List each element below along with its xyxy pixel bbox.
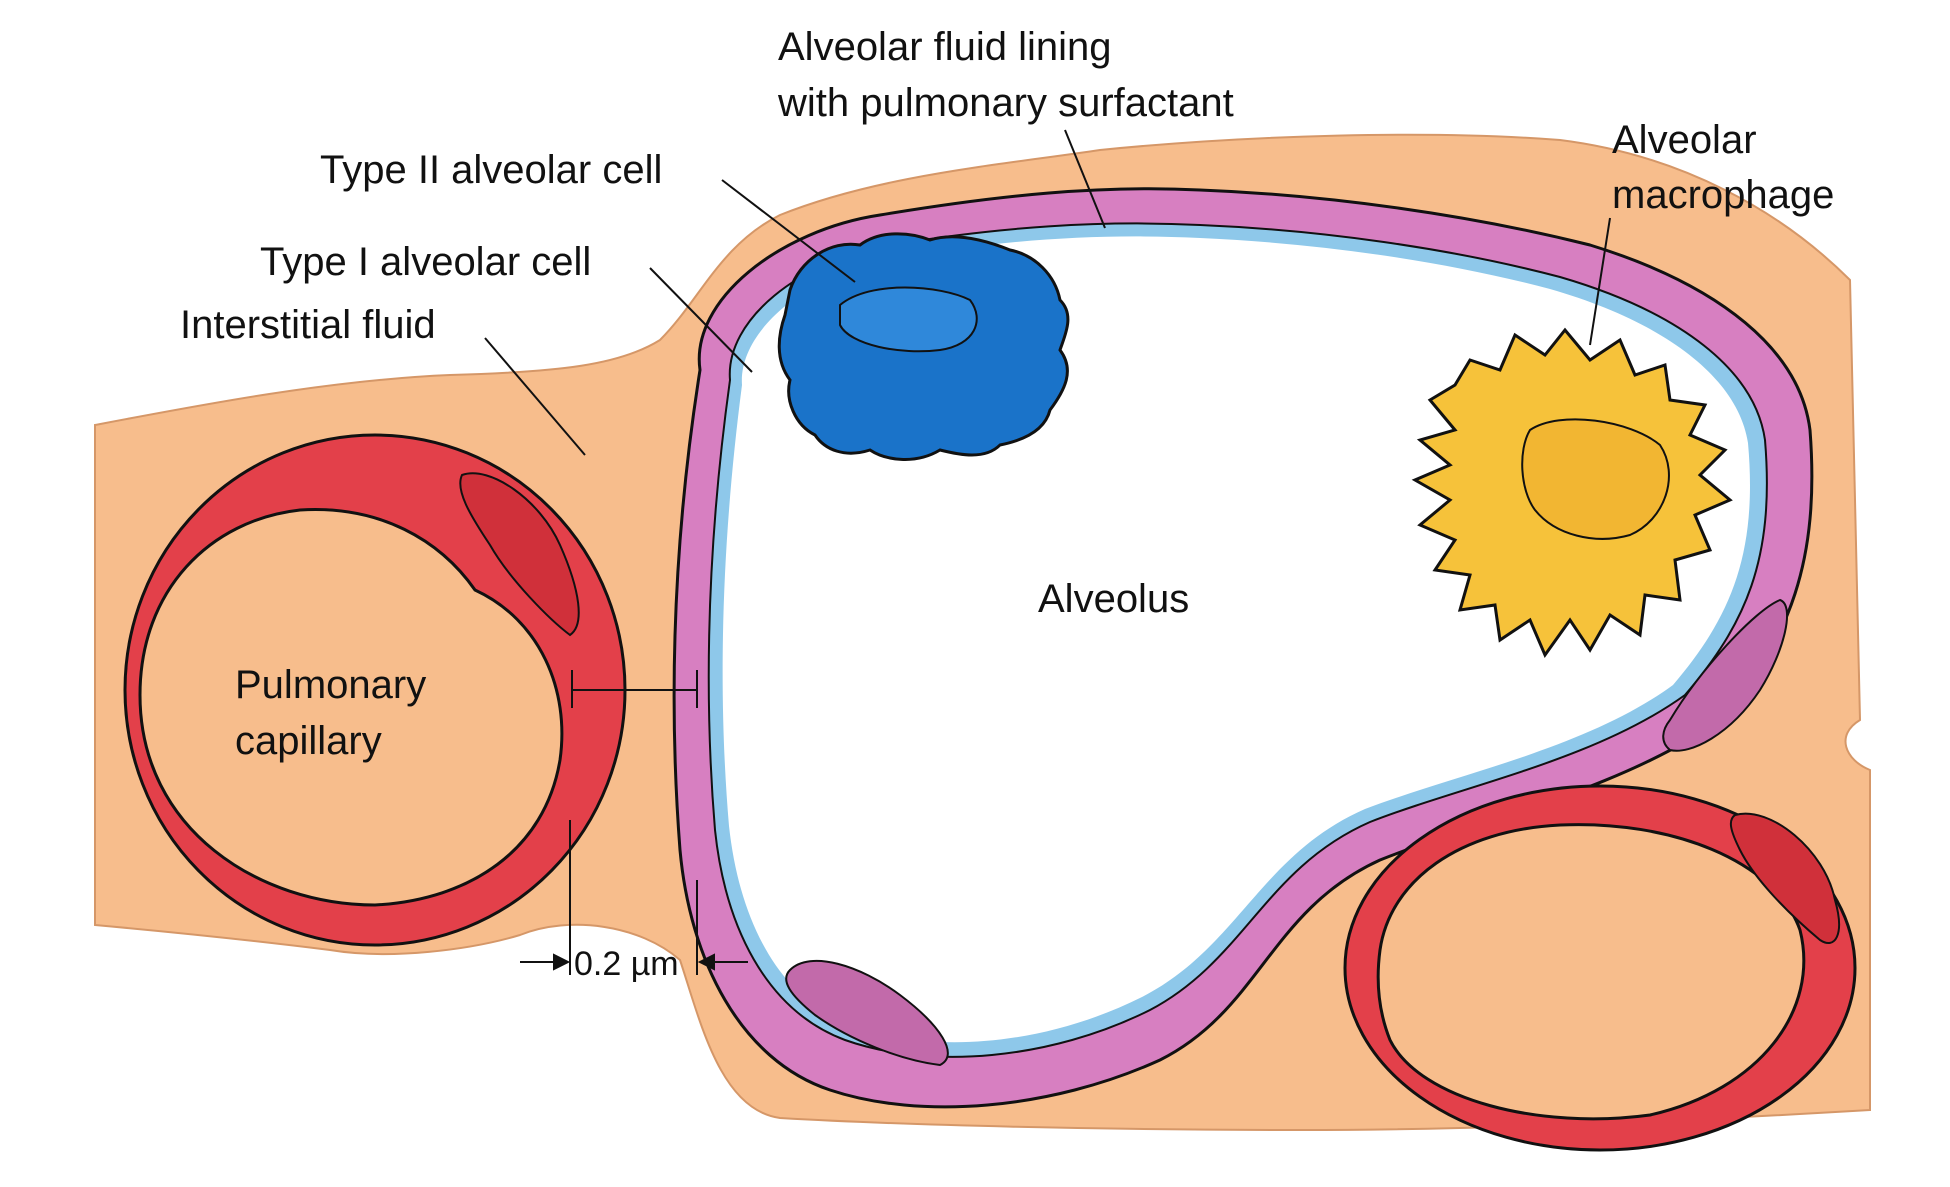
- scale-left-arrowhead: [553, 953, 571, 971]
- right-capillary-endothelial-nucleus: [1729, 812, 1840, 945]
- pointer-interstitial-fluid: [484, 337, 586, 456]
- macrophage-nucleus: [1521, 418, 1670, 540]
- label-alveolar-fluid-line1: Alveolar fluid lining: [778, 25, 1112, 69]
- label-macrophage-line2: macrophage: [1612, 173, 1834, 217]
- right-capillary-lumen: [1376, 823, 1806, 1121]
- label-alveolus: Alveolus: [1038, 577, 1189, 621]
- type1-cell-nucleus-bottom: [785, 959, 949, 1067]
- pointer-fluid-lining: [1064, 129, 1106, 229]
- type1-cell-nucleus-right: [1662, 598, 1788, 752]
- left-capillary-endothelial-nucleus: [459, 472, 580, 637]
- label-type1-cell: Type I alveolar cell: [260, 240, 591, 284]
- pointer-macrophage: [1589, 217, 1611, 346]
- label-alveolar-fluid-line2: with pulmonary surfactant: [777, 81, 1234, 125]
- scale-right-arrowhead: [697, 953, 715, 971]
- label-type2-cell: Type II alveolar cell: [320, 148, 662, 192]
- left-capillary-lumen: [138, 508, 564, 907]
- label-capillary-line2: capillary: [235, 719, 382, 763]
- label-macrophage-line1: Alveolar: [1612, 118, 1757, 162]
- pointer-lines: [484, 129, 1611, 456]
- type2-cell-nucleus: [839, 286, 978, 353]
- label-scale: 0.2 µm: [574, 945, 679, 983]
- label-interstitial-fluid: Interstitial fluid: [180, 303, 436, 347]
- label-capillary-line1: Pulmonary: [235, 663, 426, 707]
- distance-measurement: [520, 670, 748, 975]
- pointer-type2-cell: [721, 179, 856, 283]
- pointer-type1-cell: [649, 267, 753, 373]
